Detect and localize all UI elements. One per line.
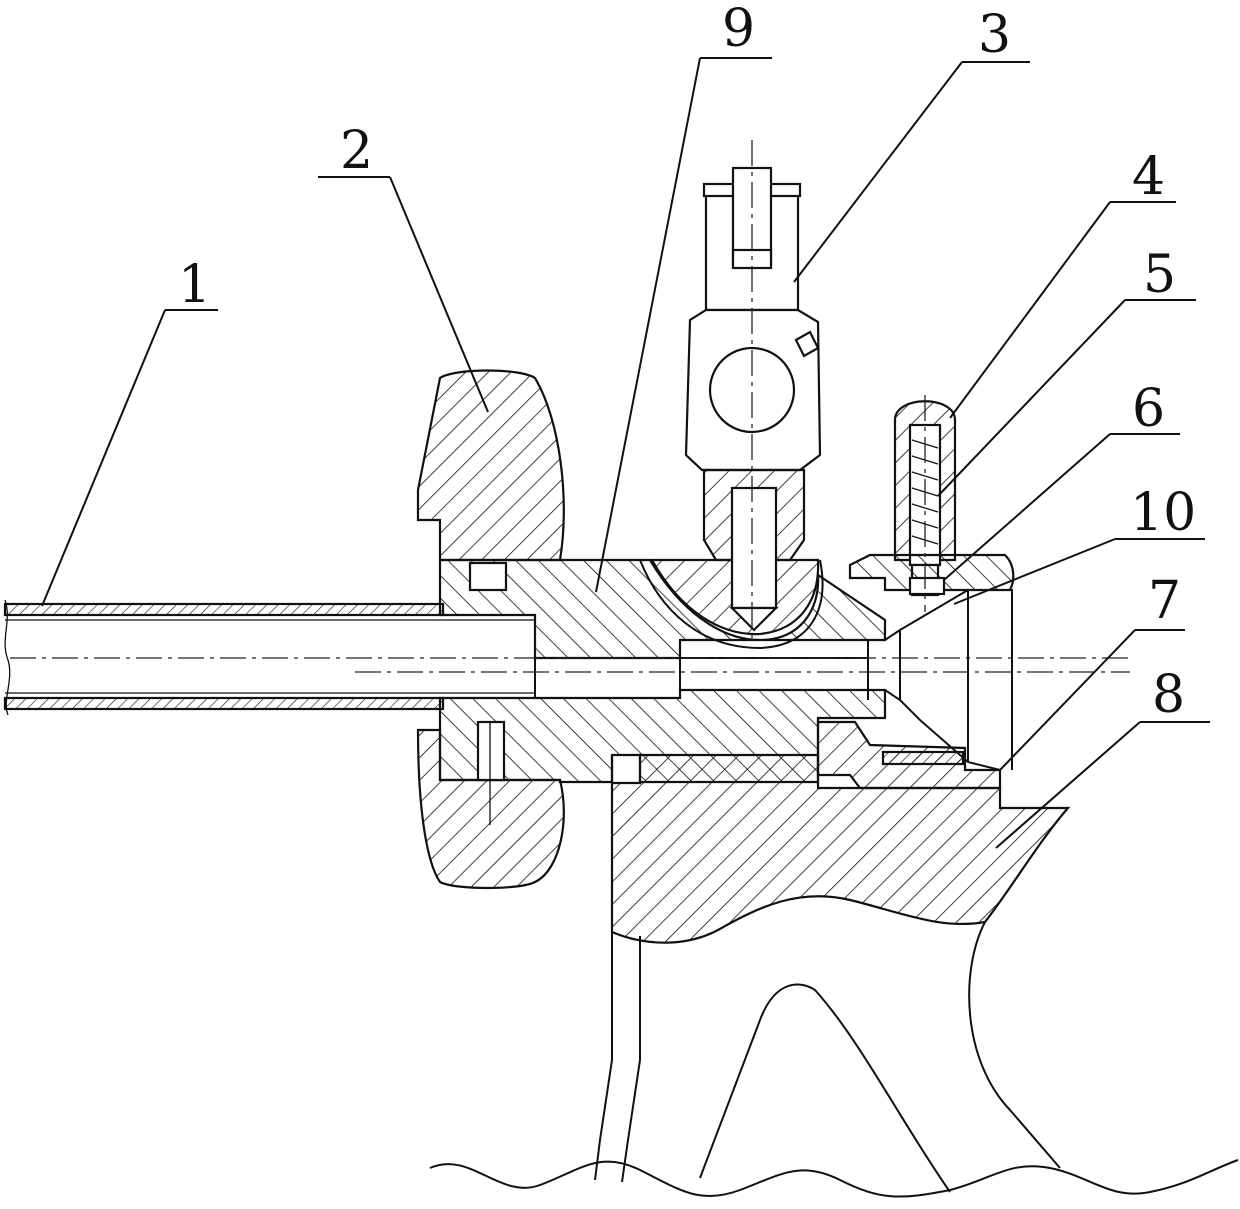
callout-6: 6 xyxy=(1132,379,1165,439)
callout-10: 10 xyxy=(1130,483,1196,543)
bore xyxy=(680,640,868,700)
callout-9: 9 xyxy=(722,0,755,59)
spring-plunger xyxy=(850,395,1013,612)
callout-8: 8 xyxy=(1152,665,1185,725)
callout-5: 5 xyxy=(1143,245,1176,305)
callout-4: 4 xyxy=(1132,147,1165,207)
callout-7: 7 xyxy=(1148,571,1181,631)
callout-1: 1 xyxy=(178,255,211,315)
callout-2: 2 xyxy=(340,121,373,181)
callout-3: 3 xyxy=(978,5,1011,65)
